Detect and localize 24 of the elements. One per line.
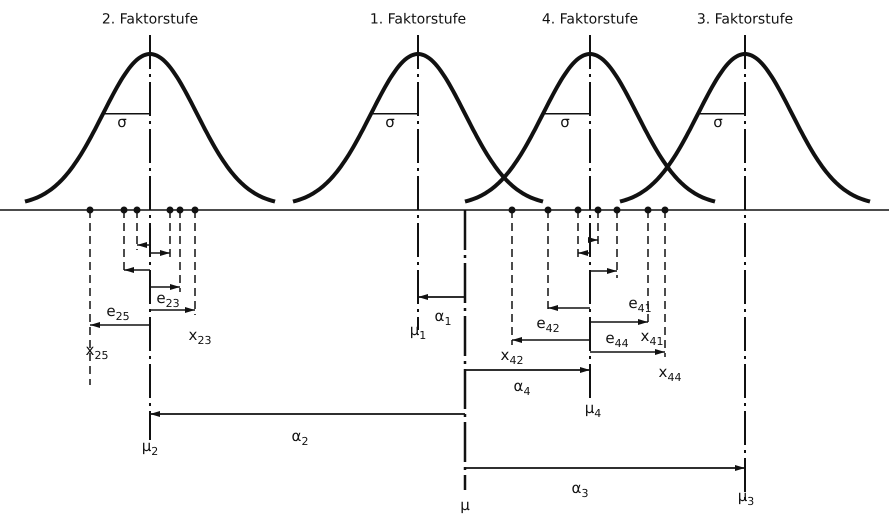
symbol-label: μ$_{2}$ [142,438,158,458]
symbol-label: e$_{23}$ [156,290,180,310]
symbol-label: μ$_{4}$ [584,400,602,420]
symbol-label: x$_{23}$ [188,326,212,348]
sigma-label: σ [713,114,723,130]
symbol-label: x$_{44}$ [658,364,682,384]
symbol-label: α$_{3}$ [572,480,588,500]
symbol-label: α$_{4}$ [514,378,530,398]
symbol-label: x$_{25}$ [86,342,108,362]
symbol-label: e$_{42}$ [536,314,560,336]
sigma-label: σ [560,114,570,130]
curve-title: 2. Faktorstufe [102,12,198,28]
curve-title: 4. Faktorstufe [542,12,638,28]
symbol-label: e$_{25}$ [106,302,130,324]
symbol-label: x$_{41}$ [640,328,664,348]
symbol-label: e$_{44}$ [605,330,629,350]
curve-title: 1. Faktorstufe [370,12,466,28]
symbol-label: μ [460,496,470,514]
symbol-label: α$_{2}$ [292,428,308,448]
sigma-label: σ [117,114,127,130]
curve-title: 3. Faktorstufe [696,12,794,28]
symbol-label: α$_{1}$ [434,308,452,328]
sigma-label: σ [385,114,395,130]
symbol-label: x$_{42}$ [500,346,524,368]
